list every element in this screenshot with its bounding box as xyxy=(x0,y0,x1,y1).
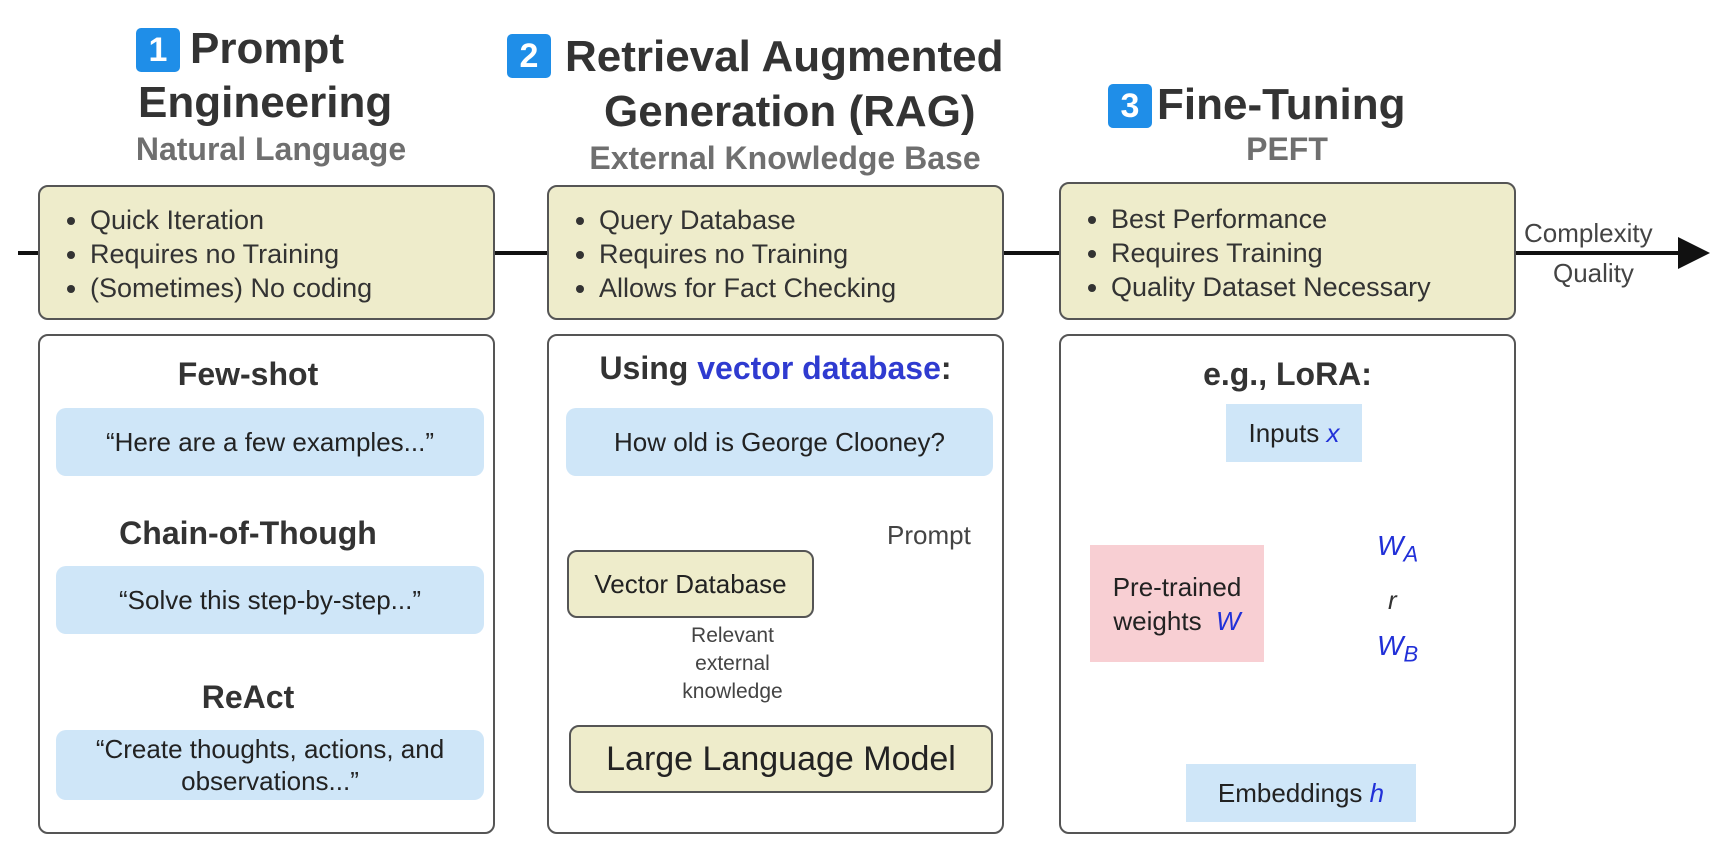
rank-label: r xyxy=(1388,585,1397,615)
embeddings-label: Embeddings xyxy=(1217,778,1363,808)
rag-heading-highlight: vector database xyxy=(697,350,941,386)
pretrained-line2: weights xyxy=(1113,605,1209,636)
pretrained-weights-node: Pre-trained weights W xyxy=(1090,545,1264,662)
wb-label: WB xyxy=(1377,630,1418,668)
section-2-title-line2: Generation (RAG) xyxy=(604,87,976,136)
section-2-title-line1: Retrieval Augmented xyxy=(565,32,1004,81)
section-2-badge: 2 xyxy=(507,34,551,78)
section-1-title-line1: Prompt xyxy=(190,24,344,73)
react-example-line2: observations...” xyxy=(181,766,359,796)
embeddings-var: h xyxy=(1369,778,1385,808)
section-1-badge: 1 xyxy=(136,28,180,72)
few-shot-heading: Few-shot xyxy=(177,356,319,392)
section-2-subtitle: External Knowledge Base xyxy=(589,140,981,176)
timeline-arrowhead xyxy=(1678,237,1710,269)
section-1-bullet: Quick Iteration xyxy=(90,203,493,237)
large-language-model-node: Large Language Model xyxy=(569,725,993,793)
relevant-line2: external xyxy=(695,652,770,675)
rag-panel-heading: Using vector database: xyxy=(547,350,1004,387)
section-3-title: Fine-Tuning xyxy=(1157,80,1406,129)
axis-label-complexity: Complexity xyxy=(1524,218,1653,248)
section-1-title-line2: Engineering xyxy=(138,78,393,127)
wa-label: WA xyxy=(1377,530,1418,568)
few-shot-example: “Here are a few examples...” xyxy=(56,408,484,476)
react-example: “Create thoughts, actions, and observati… xyxy=(56,730,484,800)
section-3-bullet: Quality Dataset Necessary xyxy=(1111,270,1514,304)
section-1-bullet: (Sometimes) No coding xyxy=(90,271,493,305)
relevant-line1: Relevant xyxy=(691,624,774,647)
relevant-line3: knowledge xyxy=(682,680,783,703)
pretrained-line1: Pre-trained xyxy=(1112,571,1242,602)
section-2-bullet: Requires no Training xyxy=(599,237,1002,271)
relevant-knowledge-label: Relevant external knowledge xyxy=(660,622,805,706)
wa-symbol: W xyxy=(1377,530,1404,561)
inputs-node: Inputs x xyxy=(1226,404,1362,462)
section-3-bullets-box: Best Performance Requires Training Quali… xyxy=(1059,182,1516,320)
chain-of-thought-heading: Chain-of-Though xyxy=(119,515,377,551)
pretrained-var: W xyxy=(1216,605,1241,636)
section-1-subtitle: Natural Language xyxy=(135,131,407,167)
wa-subscript: A xyxy=(1403,541,1419,567)
inputs-label: Inputs xyxy=(1248,418,1320,448)
axis-label-quality: Quality xyxy=(1553,258,1634,288)
wb-symbol: W xyxy=(1377,630,1404,661)
section-3-badge: 3 xyxy=(1108,84,1152,128)
embeddings-node: Embeddings h xyxy=(1186,764,1416,822)
react-example-line1: “Create thoughts, actions, and xyxy=(95,734,445,764)
section-2-bullets-box: Query Database Requires no Training Allo… xyxy=(547,185,1004,320)
lora-heading: e.g., LoRA: xyxy=(1203,356,1372,392)
section-2-bullet: Query Database xyxy=(599,203,1002,237)
rag-heading-suffix: : xyxy=(940,350,952,386)
react-heading: ReAct xyxy=(201,679,295,715)
rag-heading-prefix: Using xyxy=(599,350,698,386)
section-3-subtitle: PEFT xyxy=(1246,131,1328,167)
vector-database-node: Vector Database xyxy=(567,550,814,618)
section-3-bullet: Requires Training xyxy=(1111,236,1514,270)
chain-of-thought-example: “Solve this step-by-step...” xyxy=(56,566,484,634)
rag-query: How old is George Clooney? xyxy=(566,408,993,476)
wb-subscript: B xyxy=(1403,641,1419,667)
section-3-bullet: Best Performance xyxy=(1111,202,1514,236)
inputs-var: x xyxy=(1326,418,1340,448)
pretrained-line2-wrap: weights W xyxy=(1113,604,1240,638)
section-1-bullet: Requires no Training xyxy=(90,237,493,271)
prompt-label: Prompt xyxy=(887,520,971,550)
section-2-bullet: Allows for Fact Checking xyxy=(599,271,1002,305)
section-1-bullets-box: Quick Iteration Requires no Training (So… xyxy=(38,185,495,320)
